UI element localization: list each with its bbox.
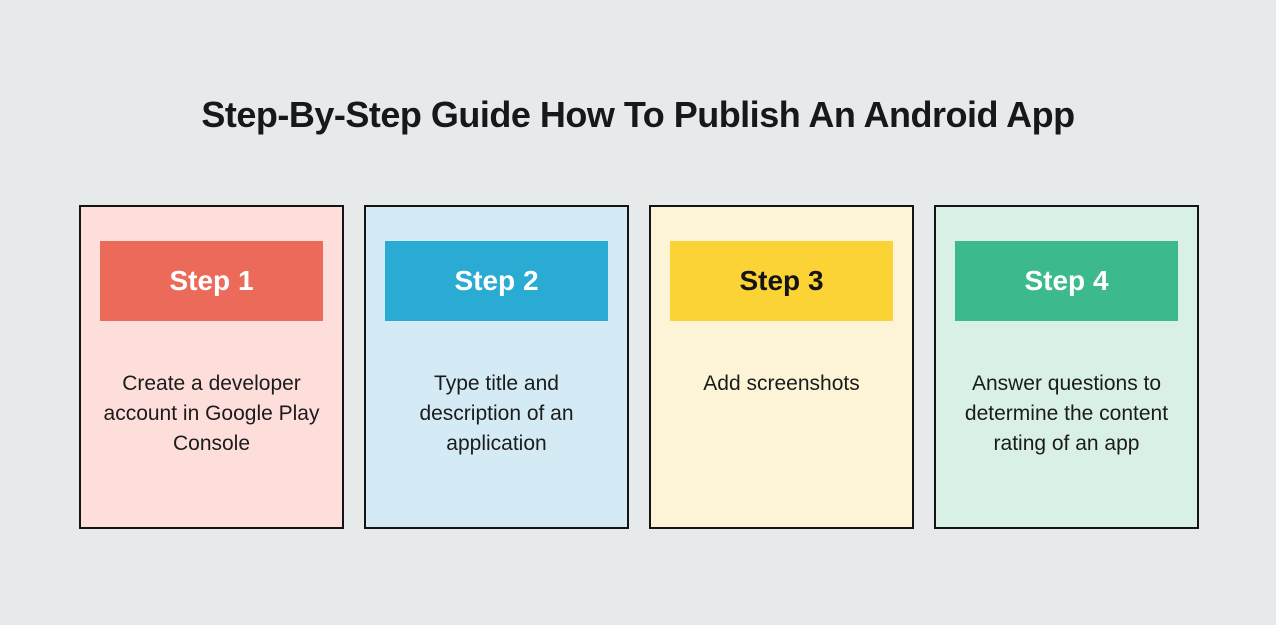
step-1-card: Step 1 Create a developer account in Goo… — [79, 205, 344, 529]
steps-row: Step 1 Create a developer account in Goo… — [79, 205, 1199, 529]
step-4-header: Step 4 — [955, 241, 1178, 321]
step-3-description: Add screenshots — [703, 372, 860, 395]
step-2-header: Step 2 — [385, 241, 608, 321]
step-4-description: Answer questions to determine the conten… — [964, 372, 1169, 455]
step-2-description: Type title and description of an applica… — [419, 372, 574, 455]
step-3-header: Step 3 — [670, 241, 893, 321]
step-2-card: Step 2 Type title and description of an … — [364, 205, 629, 529]
step-1-description: Create a developer account in Google Pla… — [103, 372, 320, 455]
page-title: Step-By-Step Guide How To Publish An And… — [201, 94, 1075, 135]
step-4-card: Step 4 Answer questions to determine the… — [934, 205, 1199, 529]
step-1-header: Step 1 — [100, 241, 323, 321]
step-3-card: Step 3 Add screenshots — [649, 205, 914, 529]
